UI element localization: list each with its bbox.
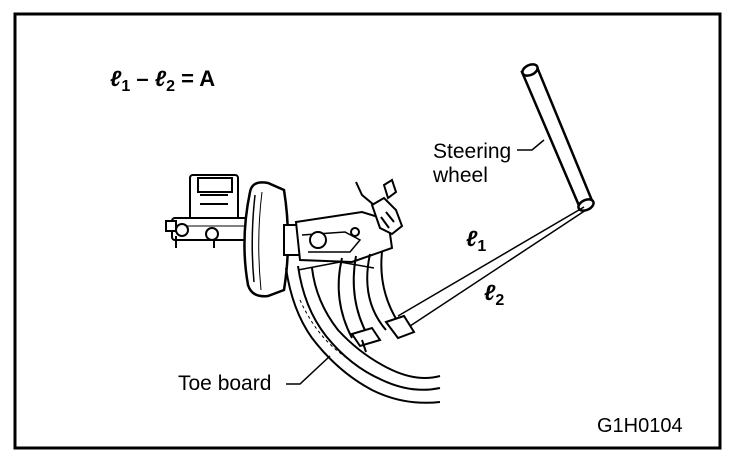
- toe-board: [285, 265, 441, 404]
- formula-equals: = A: [175, 66, 215, 91]
- formula-l2-sub: 2: [166, 78, 175, 95]
- diagram-frame: [13, 12, 722, 450]
- steering-wheel-label-line2: wheel: [432, 164, 488, 187]
- toe-board-leader: [286, 355, 331, 385]
- formula-minus: –: [130, 66, 154, 91]
- formula-text: ℓ1 – ℓ2 = A: [110, 66, 215, 95]
- l2-label: ℓ2: [484, 280, 504, 309]
- pedal-arms: [337, 251, 416, 353]
- l2-subscript: 2: [495, 292, 504, 309]
- steering-column: [520, 63, 595, 212]
- measurement-lines: [397, 206, 587, 331]
- steering-leader: [517, 139, 545, 151]
- l1-line: [397, 206, 585, 317]
- pedal-bracket: [294, 178, 404, 271]
- formula-l1: ℓ: [110, 66, 122, 91]
- l1-subscript: 1: [477, 238, 486, 255]
- l1-symbol: ℓ: [466, 226, 478, 251]
- formula-l1-sub: 1: [121, 78, 130, 95]
- steering-wheel-label-line1: Steering: [433, 140, 511, 163]
- brake-booster: [243, 181, 305, 298]
- l2-line: [403, 209, 587, 331]
- toe-board-label: Toe board: [178, 372, 271, 395]
- master-cylinder: [165, 174, 253, 248]
- figure-id: G1H0104: [597, 415, 683, 437]
- l1-label: ℓ1: [466, 226, 486, 255]
- l2-symbol: ℓ: [484, 280, 496, 305]
- formula-l2: ℓ: [155, 66, 167, 91]
